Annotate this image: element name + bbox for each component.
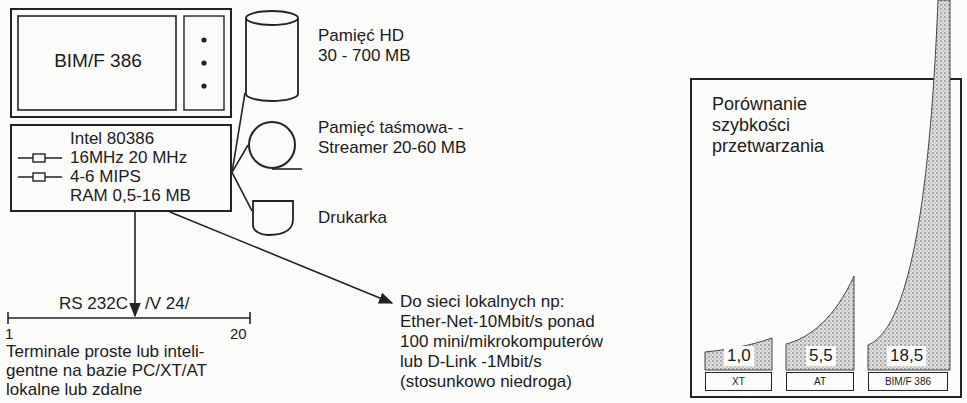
monitor-label: BIM/F 386 xyxy=(28,50,168,72)
disk-outline-path xyxy=(246,11,298,101)
interface-label: /V 24/ xyxy=(145,294,189,314)
device-label: Pamięć HD 30 - 700 MB xyxy=(318,26,422,66)
axis-label: XT xyxy=(732,376,745,388)
network-note: Do sieci lokalnych np: Ether-Net-10Mbit/… xyxy=(400,292,609,392)
device-label: Pamięć taśmowa- -Streamer 20-60 MB xyxy=(318,118,480,158)
connector-line xyxy=(232,172,252,210)
tape-circle: Pamięć taśmowa- -Streamer 20-60 MB xyxy=(248,121,296,169)
interface-label: RS 232C xyxy=(50,294,128,314)
panel-dot xyxy=(201,83,206,88)
speed-bar xyxy=(786,276,854,370)
printer-outline xyxy=(252,200,294,236)
panel-dot xyxy=(201,60,206,65)
monitor-box: BIM/F 386 xyxy=(10,8,232,118)
speed-value: 18,5 xyxy=(887,346,926,366)
spec-line: Intel 80386 xyxy=(70,129,154,149)
printer-outline-path xyxy=(253,201,293,235)
port-number: 1 xyxy=(5,325,13,342)
bus-arrow xyxy=(134,212,136,316)
speed-bar xyxy=(868,0,950,370)
connector-line xyxy=(232,145,248,172)
slider-symbol xyxy=(18,154,62,181)
spec-line: RAM 0,5-16 MB xyxy=(70,186,191,206)
terminal-note: Terminale proste lub inteli- gentne na b… xyxy=(6,342,221,399)
axis-label-box: BIM/F 386 xyxy=(868,372,948,391)
speed-bar xyxy=(705,338,772,370)
panel-dot xyxy=(201,37,206,42)
spec-line: 16MHz 20 MHz xyxy=(70,148,187,168)
port-number: 20 xyxy=(230,325,247,342)
terminal-bus xyxy=(8,312,250,324)
spec-line: 4-6 MIPS xyxy=(70,167,141,187)
disk-outline xyxy=(245,10,299,102)
monitor-screen xyxy=(18,16,176,110)
axis-label-box: XT xyxy=(705,372,772,391)
chart-border xyxy=(690,78,934,80)
device-label: Drukarka xyxy=(318,208,387,228)
speed-value: 5,5 xyxy=(806,346,836,366)
disk-cylinder: Pamięć HD 30 - 700 MB xyxy=(245,10,299,102)
processor-box: Intel 8038616MHz 20 MHz4-6 MIPSRAM 0,5-1… xyxy=(10,124,232,212)
monitor-panel xyxy=(184,16,224,110)
axis-label-box: AT xyxy=(786,372,854,391)
speed-value: 1,0 xyxy=(724,346,754,366)
printer-symbol: Drukarka xyxy=(252,200,294,236)
axis-label: AT xyxy=(814,376,826,388)
axis-label: BIM/F 386 xyxy=(885,376,931,388)
chart-title: Porównanie szybkości przetwarzania xyxy=(712,94,842,157)
